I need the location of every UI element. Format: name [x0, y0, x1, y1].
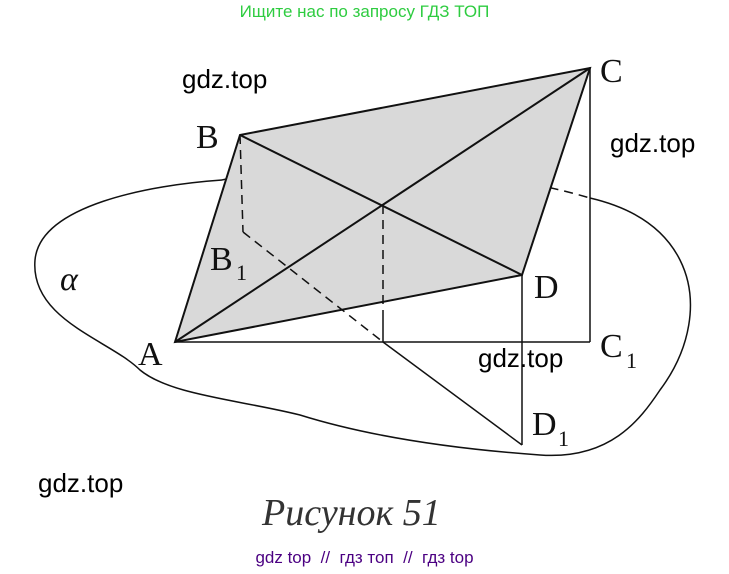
header-text: Ищите нас по запросу ГДЗ ТОП	[239, 2, 490, 21]
label-d: D	[534, 269, 559, 306]
label-d1-sub: 1	[558, 426, 569, 451]
segment-to-d1	[382, 341, 523, 446]
label-d1: D	[532, 406, 557, 443]
watermark: gdz.top	[38, 468, 124, 498]
watermark: gdz.top	[182, 64, 268, 94]
diagonal-bd	[239, 134, 523, 276]
label-c: C	[600, 53, 623, 90]
plane-alpha	[34, 179, 692, 457]
figure-caption: Рисунок 51	[261, 492, 441, 534]
label-alpha: α	[60, 261, 79, 298]
label-b1: B	[210, 241, 233, 278]
segment-bb1	[239, 134, 244, 233]
label-b: B	[196, 119, 219, 156]
label-a: A	[138, 336, 163, 373]
label-b1-sub: 1	[236, 260, 247, 285]
label-c1: C	[600, 328, 623, 365]
footer-text: gdz top // гдз топ // гдз top	[255, 548, 474, 567]
label-c1-sub: 1	[626, 348, 637, 373]
watermark: gdz.top	[478, 343, 564, 373]
watermark: gdz.top	[610, 128, 696, 158]
